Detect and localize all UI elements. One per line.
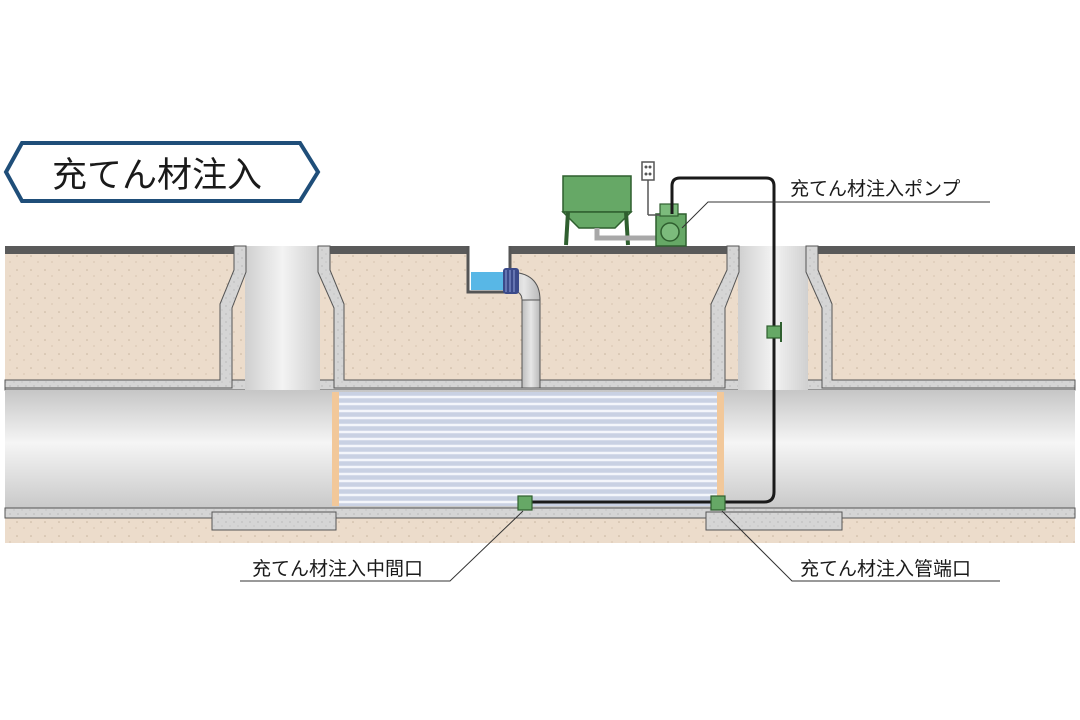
injection-hose-line xyxy=(670,176,776,504)
foundation-right xyxy=(705,511,843,531)
label-end-port: 充てん材注入管端口 xyxy=(800,558,971,580)
riser-pipe xyxy=(503,268,541,389)
title-badge: 充てん材注入 xyxy=(3,141,321,203)
hopper-tank xyxy=(562,175,632,213)
pump-wheel xyxy=(660,222,680,242)
feed-pipe xyxy=(594,228,658,241)
end-injection-port xyxy=(710,495,726,511)
flexible-coupling xyxy=(503,268,519,294)
leader-middle-port xyxy=(240,510,524,582)
hose-valve-icon xyxy=(766,322,782,342)
inspection-pit xyxy=(466,246,512,294)
pit-water xyxy=(471,272,508,290)
riser-pipe-body xyxy=(521,297,541,389)
hopper-leg-left xyxy=(564,211,570,246)
control-box-icon xyxy=(641,161,660,216)
liner-stripes xyxy=(339,395,717,504)
label-pump: 充てん材注入ポンプ xyxy=(790,178,960,200)
leader-end-port xyxy=(721,510,1000,582)
manhole-left-wall-left xyxy=(4,245,247,389)
title-text: 充てん材注入 xyxy=(52,156,262,196)
pump-head xyxy=(659,203,679,217)
road-surface xyxy=(5,246,1075,254)
pipe-bottom-wall xyxy=(4,507,1076,519)
hopper-cone xyxy=(561,211,633,229)
injection-pump-unit xyxy=(561,161,687,247)
manhole-right-wall-right xyxy=(805,245,1076,389)
liner-section xyxy=(332,392,724,506)
middle-injection-port xyxy=(517,495,533,511)
injection-hose xyxy=(530,176,782,504)
label-middle-port: 充てん材注入中間口 xyxy=(252,558,423,580)
title-badge-frame xyxy=(3,141,321,203)
leader-pump xyxy=(681,201,990,229)
manhole-left xyxy=(4,245,523,390)
leader-lines xyxy=(240,201,1000,582)
foundation-left xyxy=(211,511,337,531)
manhole-left-shaft xyxy=(245,246,320,390)
liner-edge-right xyxy=(717,392,724,506)
liner-edge-left xyxy=(332,392,339,506)
